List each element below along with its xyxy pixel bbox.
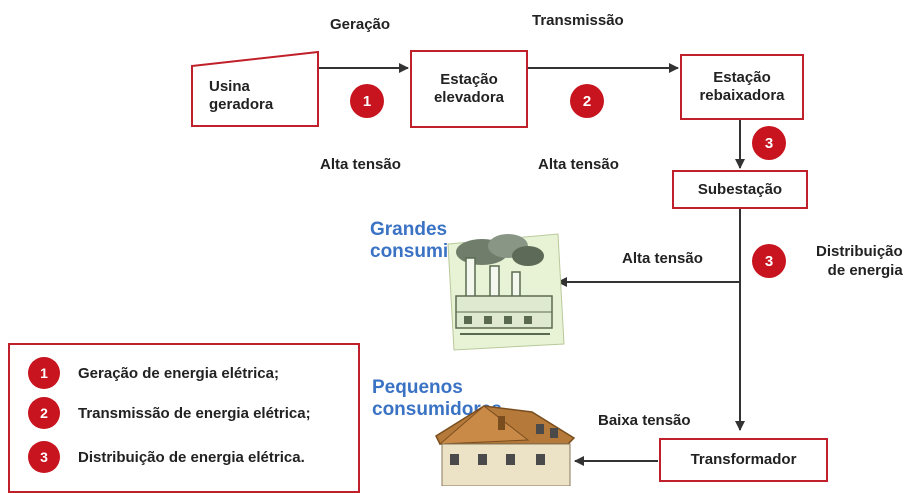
badge-3-distribution: 3 xyxy=(752,244,786,278)
legend-text-1: Geração de energia elétrica; xyxy=(78,364,279,382)
plant-label-line1: Usina xyxy=(209,78,250,95)
badge-2: 2 xyxy=(570,84,604,118)
legend-text-2: Transmissão de energia elétrica; xyxy=(78,404,311,422)
distribution-label: Distribuição de energia xyxy=(816,242,903,280)
legend-text-3: Distribuição de energia elétrica. xyxy=(78,448,305,466)
legend-item-2: 2 Transmissão de energia elétrica; xyxy=(28,397,311,429)
stepdown-station-box: Estação rebaixadora xyxy=(680,54,804,120)
low-voltage-label: Baixa tensão xyxy=(598,412,691,429)
small-consumers-line1: Pequenos xyxy=(372,377,463,398)
transformer-box: Transformador xyxy=(659,438,828,482)
legend-box: 1 Geração de energia elétrica; 2 Transmi… xyxy=(8,343,360,493)
large-consumers-line1: Grandes xyxy=(370,219,448,240)
badge-1: 1 xyxy=(350,84,384,118)
stepdown-label-line2: rebaixadora xyxy=(699,87,785,104)
substation-box: Subestação xyxy=(672,170,808,209)
factory-icon xyxy=(447,233,565,351)
plant-box xyxy=(191,50,319,127)
legend-item-1: 1 Geração de energia elétrica; xyxy=(28,357,279,389)
plant-label-line2: geradora xyxy=(209,96,274,113)
stepdown-label-line1: Estação xyxy=(713,69,771,86)
stepup-station-box: Estação elevadora xyxy=(410,50,528,128)
high-voltage-label-2: Alta tensão xyxy=(538,156,619,173)
stepup-label-line2: elevadora xyxy=(433,89,505,106)
legend-badge-1: 1 xyxy=(28,357,60,389)
plant-label: Usina geradora xyxy=(209,78,273,114)
legend-badge-2: 2 xyxy=(28,397,60,429)
high-voltage-label-1: Alta tensão xyxy=(320,156,401,173)
distribution-label-line1: Distribuição xyxy=(816,243,903,260)
legend-item-3: 3 Distribuição de energia elétrica. xyxy=(28,441,305,473)
high-voltage-label-3: Alta tensão xyxy=(622,250,703,267)
generation-label: Geração xyxy=(330,16,391,33)
legend-badge-3: 3 xyxy=(28,441,60,473)
distribution-label-line2: de energia xyxy=(827,262,903,279)
transmission-label: Transmissão xyxy=(532,12,624,29)
badge-3-substation: 3 xyxy=(752,126,786,160)
stepup-label-line1: Estação xyxy=(440,71,498,88)
house-icon xyxy=(435,405,576,486)
